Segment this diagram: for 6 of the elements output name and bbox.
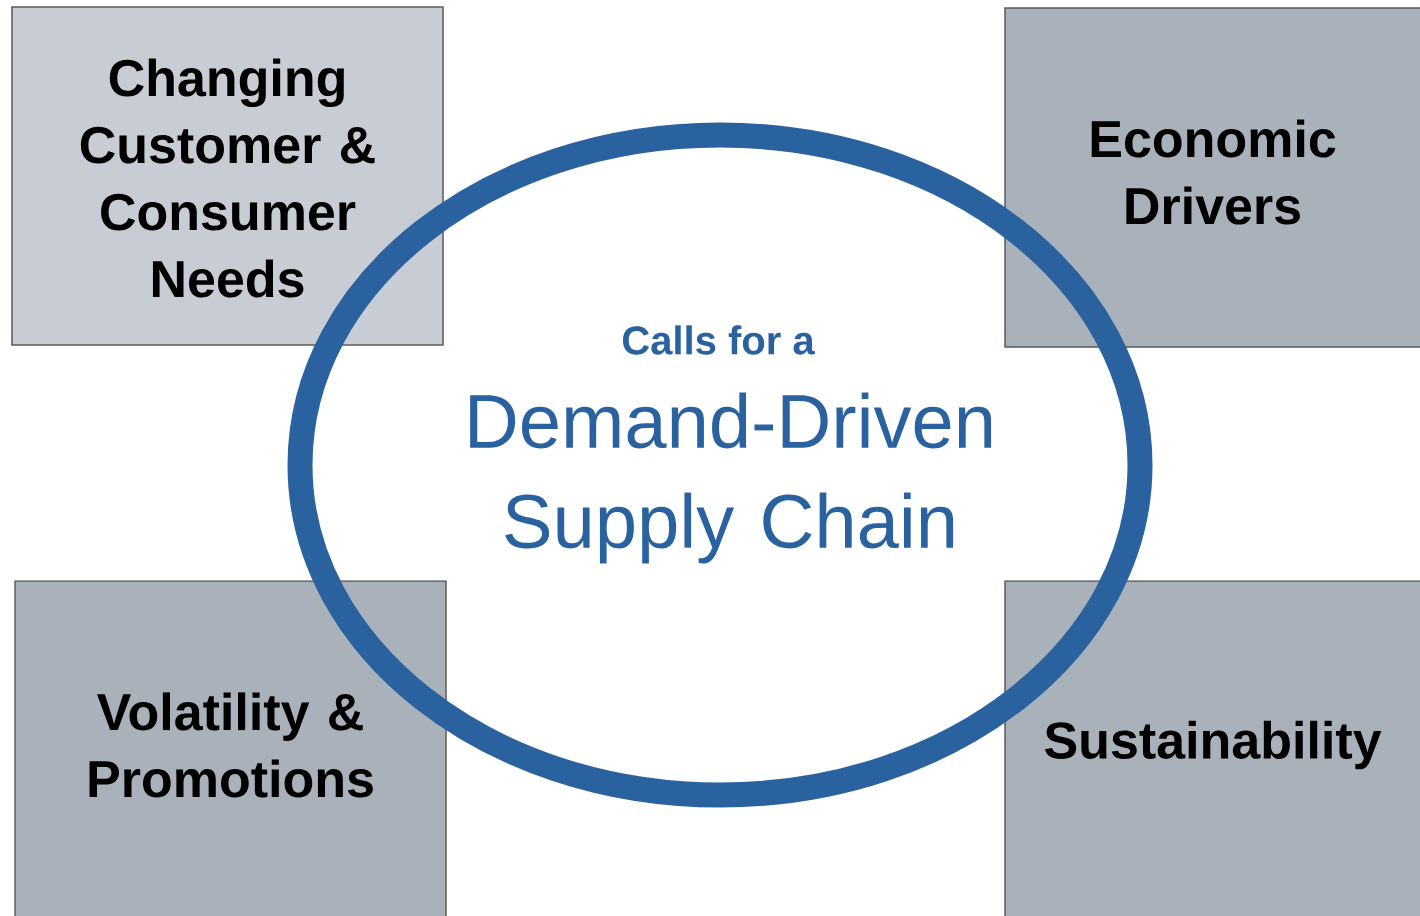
category-box: Changing Customer & Consumer Needs — [11, 6, 444, 346]
category-box: Sustainability — [1004, 580, 1420, 916]
heading: Calls for a — [622, 325, 815, 355]
category-box: Volatility & Promotions — [14, 580, 447, 916]
title: Demand-Driven Supply Chain — [470, 392, 992, 564]
category-box: Economic Drivers — [1004, 7, 1420, 348]
